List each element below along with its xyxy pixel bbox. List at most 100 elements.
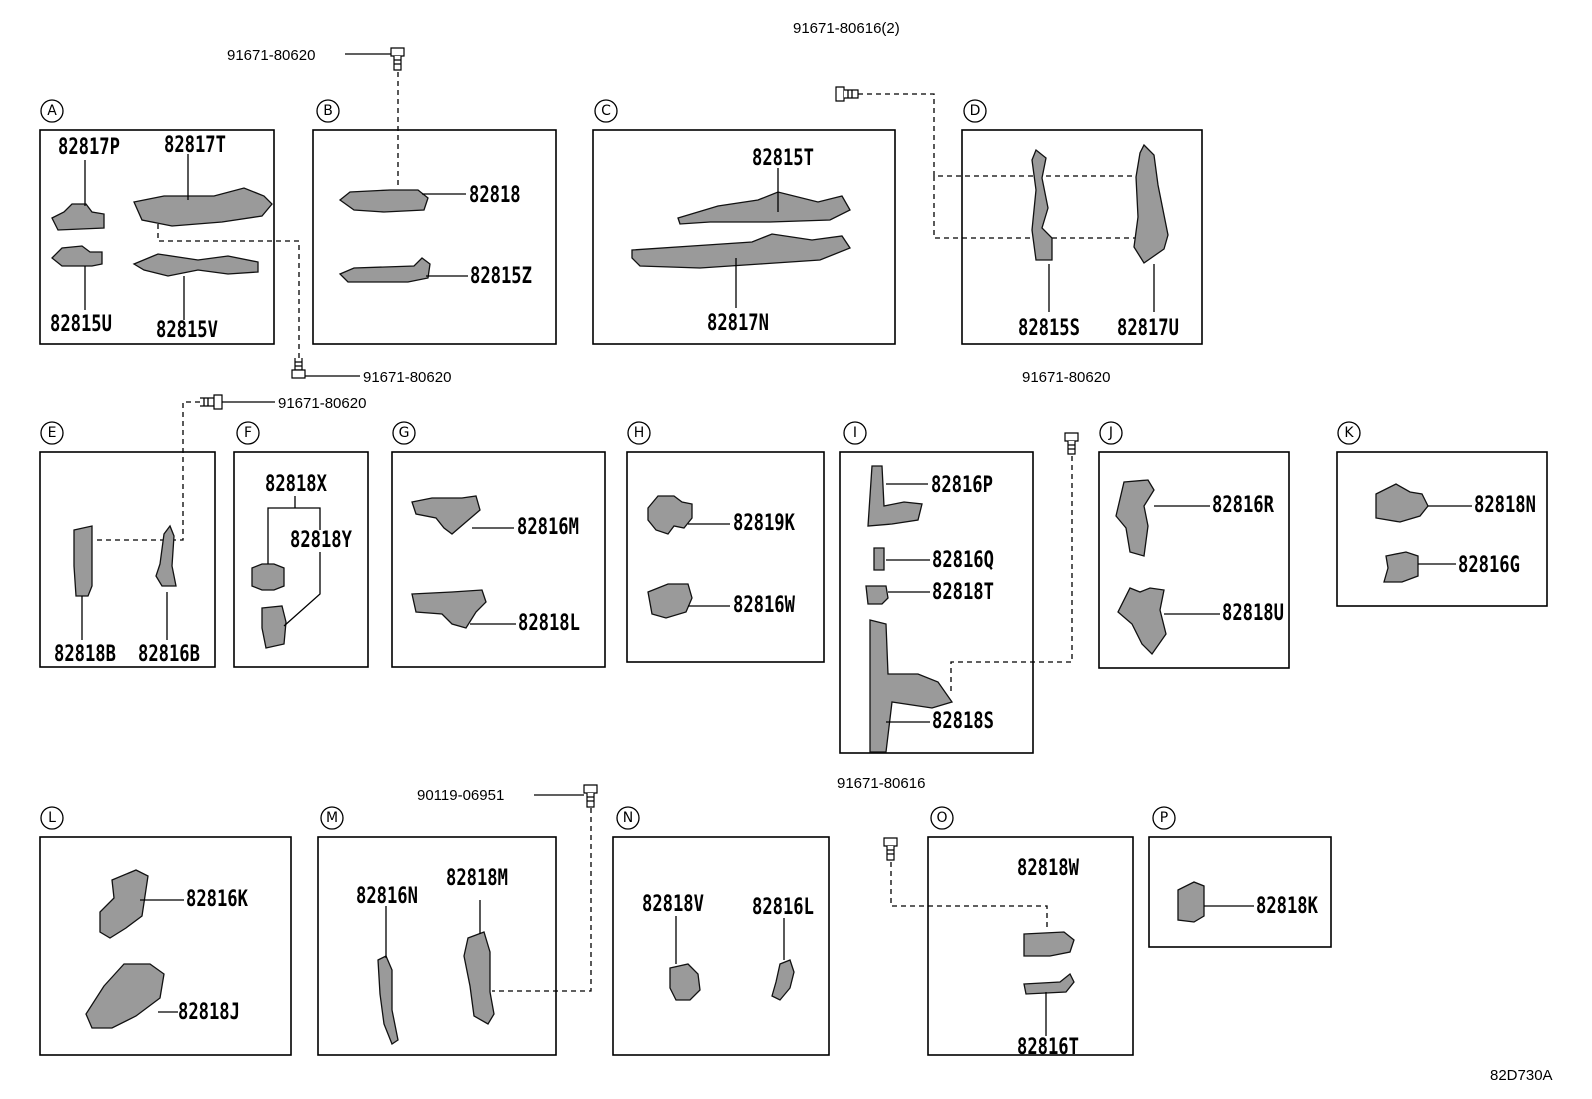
part-drawing-82816n [377,955,399,1045]
section-letter: K [1344,425,1354,441]
part-drawing-82818 [338,189,429,213]
part-drawing-82818v [669,963,701,1001]
part-label-82815v: 82815V [156,317,218,343]
section-marker-h: H [627,421,651,445]
part-drawing-82816b [155,524,177,587]
part-drawing-82815t [677,191,851,225]
section-marker-a: A [40,99,64,123]
part-label-82816t: 82816T [1017,1034,1079,1060]
section-letter: B [323,103,333,119]
part-drawing-82818t [865,585,889,605]
section-box-c [592,129,896,345]
section-letter: G [399,425,410,441]
section-box-b [312,129,557,345]
section-marker-n: N [616,806,640,830]
part-drawing-82816q [873,547,885,571]
section-marker-b: B [316,99,340,123]
section-letter: H [634,425,645,441]
section-letter: J [1108,425,1113,441]
section-letter: E [48,425,57,441]
part-label-82817n: 82817N [707,310,769,336]
part-label-82818x: 82818X [265,471,327,497]
section-box-m [317,836,557,1056]
section-box-o [927,836,1134,1056]
part-label-82816r: 82816R [1212,492,1274,518]
bolt-icon [835,86,859,102]
part-label-82818b: 82818B [54,641,116,667]
bolt-icon [583,784,598,808]
part-drawing-82816r [1115,479,1155,557]
part-drawing-82818u [1117,587,1167,656]
part-label-82818s: 82818S [932,708,994,734]
section-letter: D [970,103,981,119]
part-label-82816n: 82816N [356,883,418,909]
section-marker-m: M [320,806,344,830]
part-drawing-82815s [1031,148,1053,261]
part-drawing-82818n [1375,483,1429,523]
section-box-k [1336,451,1548,607]
part-label-82816m: 82816M [517,514,579,540]
section-box-g [391,451,606,668]
section-marker-c: C [594,99,618,123]
part-label-82817u: 82817U [1117,315,1179,341]
bolt-icon [291,358,306,379]
section-box-a [39,129,275,345]
fastener-code: 90119-06951 [417,787,504,804]
part-drawing-82816g [1383,551,1419,583]
part-drawing-82818k [1177,881,1205,923]
part-label-82818: 82818 [469,182,521,208]
section-marker-k: K [1337,421,1361,445]
section-marker-p: P [1152,806,1176,830]
part-drawing-82817p [51,203,105,231]
part-label-82818m: 82818M [446,865,508,891]
section-marker-l: L [40,806,64,830]
part-drawing-82818w [1023,931,1075,957]
part-drawing-82815u [51,245,103,267]
fastener-code: 91671-80620 [227,47,315,64]
section-letter: C [601,103,611,119]
part-drawing-82815v [132,253,259,277]
part-label-82815s: 82815S [1018,315,1080,341]
section-marker-j: J [1099,421,1123,445]
part-label-82815u: 82815U [50,311,112,337]
part-drawing-82818l [411,589,487,629]
part-label-82816q: 82816Q [932,547,994,573]
section-marker-e: E [40,421,64,445]
section-letter: L [48,810,56,826]
part-drawing-82817n [631,233,851,269]
section-letter: A [47,103,57,119]
bolt-icon [883,837,898,861]
fastener-code: 91671-80616(2) [793,20,900,37]
part-drawing-82816p [867,465,923,527]
part-label-82819k: 82819K [733,510,795,536]
part-drawing-82816t [1023,972,1075,995]
part-label-82818v: 82818V [642,891,704,917]
part-drawing-82816l [771,959,795,1001]
part-drawing-82818y [261,605,287,649]
bolt-icon [200,394,223,410]
part-label-82817t: 82817T [164,132,226,158]
part-drawing-82817t [133,187,273,227]
part-drawing-82818x [251,563,285,591]
section-marker-f: F [236,421,260,445]
part-drawing-82815z [338,257,431,283]
part-label-82818l: 82818L [518,610,580,636]
part-label-82816w: 82816W [733,592,795,618]
fastener-code: 91671-80620 [1022,369,1110,386]
part-label-82816k: 82816K [186,886,248,912]
section-letter: I [853,425,857,441]
section-marker-d: D [963,99,987,123]
section-box-f [233,451,369,668]
part-label-82818w: 82818W [1017,855,1079,881]
section-box-d [961,129,1203,345]
bolt-icon [1064,432,1079,455]
part-label-82816l: 82816L [752,894,814,920]
part-label-82816g: 82816G [1458,552,1520,578]
section-letter: P [1160,810,1168,826]
part-drawing-82818m [463,931,495,1025]
part-label-82818j: 82818J [178,999,240,1025]
part-drawing-82818j [85,963,165,1029]
part-label-82818t: 82818T [932,579,994,605]
bolt-icon [390,47,405,71]
